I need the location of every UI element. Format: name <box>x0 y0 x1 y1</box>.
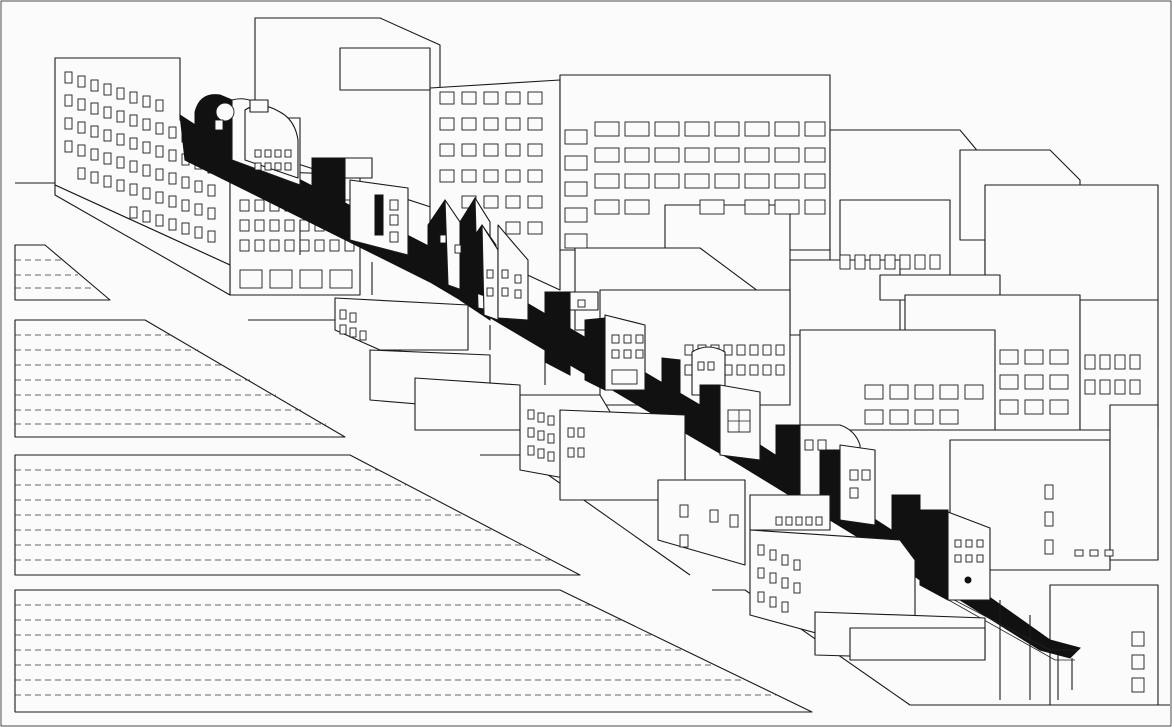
track-buildings <box>194 94 991 601</box>
middle-station <box>544 291 646 391</box>
parking-lot-2 <box>14 319 346 438</box>
gabled-houses <box>427 197 529 321</box>
low-block-1 <box>334 297 521 431</box>
rotunda-station <box>661 346 761 461</box>
foreground-low-buildings <box>334 297 986 661</box>
background-windows <box>439 91 1145 693</box>
parking-lots <box>14 244 813 713</box>
parking-lot-3 <box>14 454 581 576</box>
parking-lot-4 <box>14 589 813 713</box>
parking-lot-1 <box>14 244 111 301</box>
low-block-2 <box>519 394 686 501</box>
low-block-4 <box>749 529 986 661</box>
slit-building <box>311 157 409 256</box>
slab-windows <box>64 71 216 243</box>
arched-station <box>194 94 301 186</box>
low-block-3 <box>657 479 831 566</box>
